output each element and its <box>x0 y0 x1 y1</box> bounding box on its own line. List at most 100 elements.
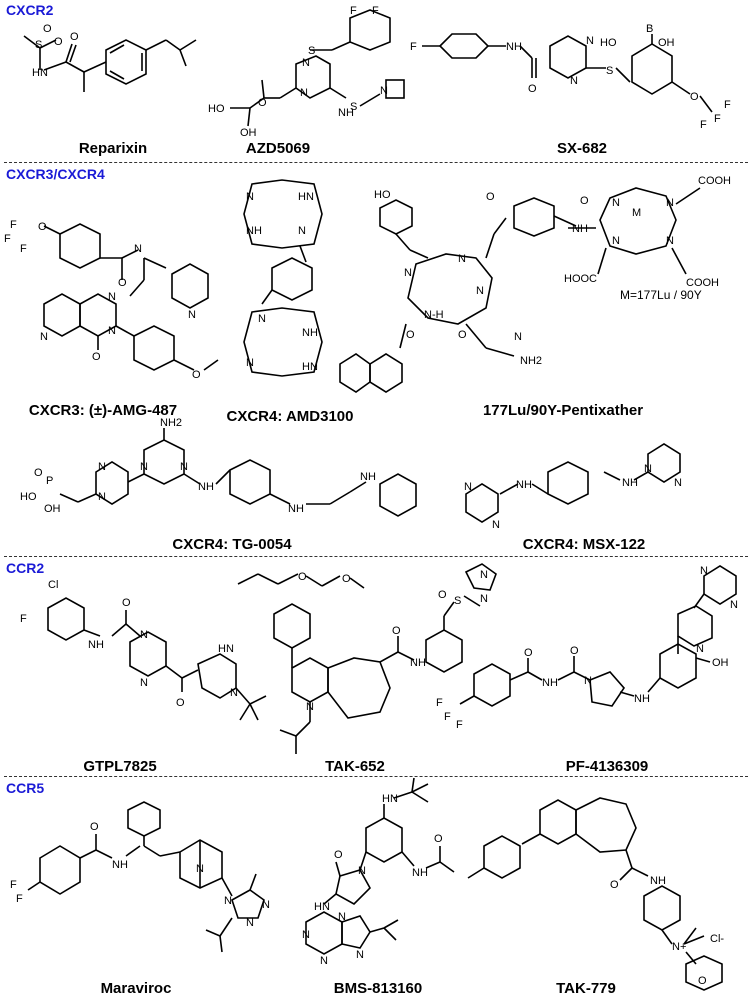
svg-text:HN: HN <box>302 361 318 373</box>
tak652-structure: O O O NH N S O N N <box>230 562 500 762</box>
svg-text:F: F <box>10 879 17 891</box>
svg-text:O: O <box>570 645 579 657</box>
compound-label-pentixather: 177Lu/90Y-Pentixather <box>482 402 644 419</box>
svg-text:F: F <box>410 41 417 53</box>
svg-text:O: O <box>342 573 351 585</box>
svg-text:N: N <box>98 461 106 473</box>
compound-label-reparixin: Reparixin <box>78 140 148 157</box>
svg-text:O: O <box>54 36 63 48</box>
svg-text:O: O <box>690 91 699 103</box>
svg-text:N: N <box>140 461 148 473</box>
section-divider <box>4 162 748 163</box>
section-title: CXCR2 <box>6 2 54 18</box>
svg-text:N: N <box>258 313 266 325</box>
pentixather-structure: HO O NH O M N N N N COOH HOOC COOH N N N… <box>336 168 746 400</box>
svg-text:O: O <box>486 191 495 203</box>
svg-text:OH: OH <box>658 37 675 49</box>
svg-text:O: O <box>528 83 537 95</box>
svg-text:F: F <box>372 5 379 17</box>
svg-text:N: N <box>188 309 196 321</box>
svg-text:HN: HN <box>218 643 234 655</box>
svg-text:N: N <box>358 865 366 877</box>
svg-text:NH: NH <box>622 477 638 489</box>
section-divider <box>4 776 748 777</box>
svg-text:O: O <box>392 625 401 637</box>
compound-label-tak779: TAK-779 <box>556 980 616 997</box>
svg-text:NH: NH <box>634 693 650 705</box>
svg-text:F: F <box>10 219 17 231</box>
svg-text:NH: NH <box>572 223 588 235</box>
svg-text:Cl: Cl <box>48 579 58 591</box>
amd3100-structure: N HN NH N N NH N HN <box>222 174 352 394</box>
tak779-structure: O NH N+ Cl- O <box>460 792 740 991</box>
svg-text:F: F <box>724 99 731 111</box>
svg-text:F: F <box>456 719 463 731</box>
svg-text:NH: NH <box>112 859 128 871</box>
svg-text:N: N <box>700 565 708 577</box>
svg-text:N: N <box>666 235 674 247</box>
svg-text:F: F <box>4 233 11 245</box>
svg-text:N: N <box>380 85 388 97</box>
svg-text:S: S <box>350 101 357 113</box>
svg-text:NH: NH <box>302 327 318 339</box>
svg-text:O: O <box>122 597 131 609</box>
svg-text:N: N <box>644 463 652 475</box>
svg-text:N: N <box>584 675 592 687</box>
svg-text:N: N <box>140 629 148 641</box>
msx122-structure: NH NH N N N N <box>444 432 744 542</box>
svg-text:N: N <box>246 917 254 929</box>
svg-text:HN: HN <box>382 793 398 805</box>
reparixin-structure: S O O HN O <box>10 18 210 128</box>
svg-text:N: N <box>338 911 346 923</box>
svg-text:HOOC: HOOC <box>564 273 597 285</box>
svg-text:N: N <box>40 331 48 343</box>
svg-text:N: N <box>262 899 270 911</box>
svg-text:N+: N+ <box>672 941 686 953</box>
svg-text:O: O <box>70 31 79 43</box>
svg-text:P: P <box>46 475 53 487</box>
section-cxcr3-cxcr4: CXCR3/CXCR4 F F F O N O N N <box>0 164 752 556</box>
svg-text:NH: NH <box>506 41 522 53</box>
svg-text:NH: NH <box>338 107 354 119</box>
svg-text:OH: OH <box>44 503 61 515</box>
svg-text:O: O <box>334 849 343 861</box>
svg-text:F: F <box>20 243 27 255</box>
svg-text:N-H: N-H <box>424 309 444 321</box>
svg-text:COOH: COOH <box>686 277 719 289</box>
bms813160-structure: HN NH O O N HN N N N N <box>298 777 468 982</box>
amg487-structure: F F F O N O N N N N O O <box>4 214 234 404</box>
svg-text:F: F <box>16 893 23 905</box>
svg-text:N: N <box>492 519 500 531</box>
svg-text:N: N <box>306 701 314 713</box>
section-divider <box>4 556 748 557</box>
svg-text:O: O <box>406 329 415 341</box>
svg-text:HO: HO <box>374 189 391 201</box>
svg-text:N: N <box>230 687 238 699</box>
svg-text:OH: OH <box>712 657 729 669</box>
svg-text:N: N <box>134 243 142 255</box>
svg-text:NH: NH <box>516 479 532 491</box>
compound-label-amd3100: CXCR4: AMD3100 <box>226 408 354 425</box>
svg-text:NH: NH <box>412 867 428 879</box>
svg-text:HO: HO <box>600 37 617 49</box>
svg-text:N: N <box>464 481 472 493</box>
maraviroc-structure: F F O NH N N N N <box>10 796 300 976</box>
svg-text:NH: NH <box>88 639 104 651</box>
compound-label-pf4136309: PF-4136309 <box>565 758 649 775</box>
sx682-structure: F NH O S N N B HO OH O F F F <box>410 16 740 136</box>
svg-text:N: N <box>612 235 620 247</box>
svg-text:COOH: COOH <box>698 175 731 187</box>
svg-text:N: N <box>302 57 310 69</box>
section-cxcr2: CXCR2 S O O HN O Reparixin <box>0 0 752 162</box>
svg-text:Cl-: Cl- <box>710 933 724 945</box>
svg-text:O: O <box>38 221 47 233</box>
svg-text:F: F <box>700 119 707 131</box>
section-title: CXCR3/CXCR4 <box>6 166 105 182</box>
svg-text:N: N <box>570 75 578 87</box>
section-ccr5: CCR5 F F O NH N N N <box>0 777 752 1000</box>
section-ccr2: CCR2 Cl F NH O N N O HN N <box>0 558 752 776</box>
compound-label-maraviroc: Maraviroc <box>100 980 172 997</box>
svg-text:O: O <box>610 879 619 891</box>
section-title: CCR5 <box>6 780 45 796</box>
azd5069-structure: S N N S NH N HO OH O F F <box>200 4 410 144</box>
